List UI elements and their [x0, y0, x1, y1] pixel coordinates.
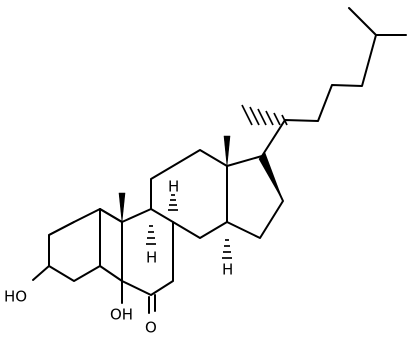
hydroxyl-c3-label: HO: [4, 288, 27, 306]
ring-d: [226, 155, 284, 239]
substituent-bonds: [32, 265, 156, 314]
carbonyl-oxygen-label: O: [145, 319, 157, 337]
hydrogen-c8-label: H: [168, 178, 179, 196]
atom-labels: HO OH O H H H: [4, 178, 233, 337]
hash-bonds: [146, 104, 288, 259]
c13-methyl-wedge: [223, 135, 231, 167]
ring-a: [48, 208, 123, 282]
wedge-bonds: [118, 135, 284, 223]
ring-b: [121, 208, 174, 296]
ring-c: [150, 149, 228, 239]
hydrogen-c14-label: H: [222, 261, 233, 279]
c17-sidechain-wedge: [258, 152, 284, 202]
hydroxyl-c5-label: OH: [110, 306, 133, 324]
hydrogen-c9-label: H: [146, 249, 157, 267]
side-chain: [261, 7, 407, 157]
c10-methyl-wedge: [118, 192, 126, 223]
